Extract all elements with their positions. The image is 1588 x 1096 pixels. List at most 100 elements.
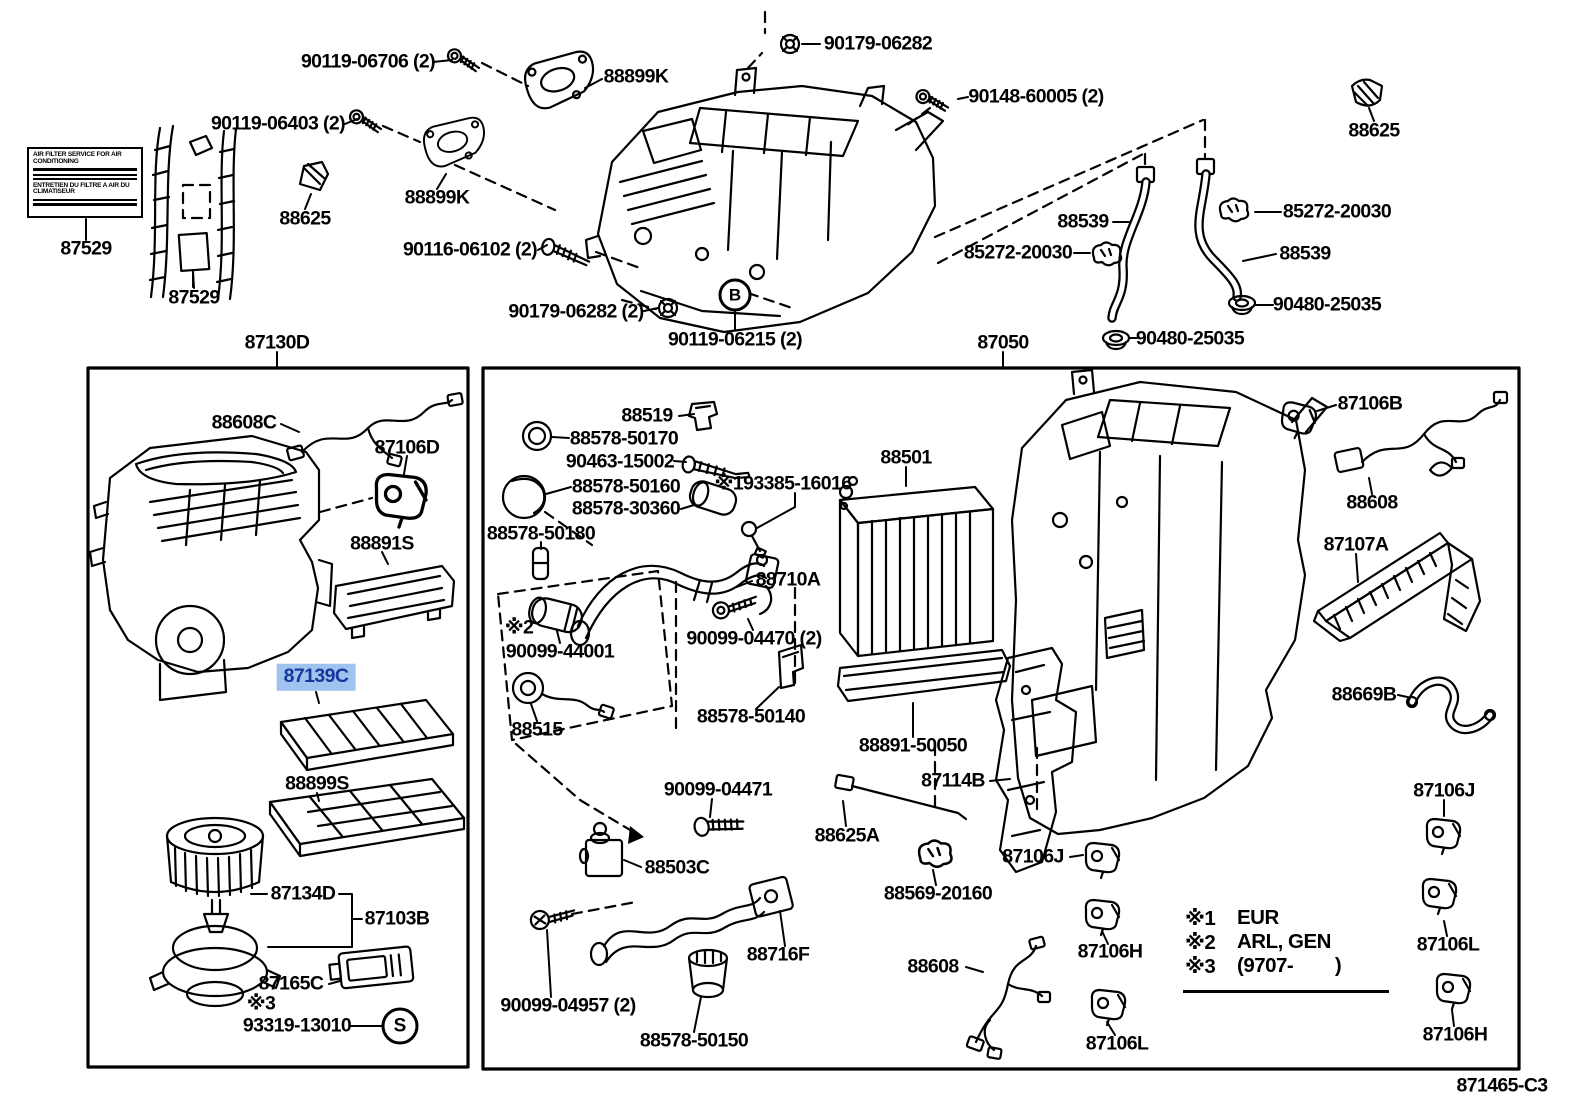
part-label-90099-04957-2: 90099-04957 (2) bbox=[500, 994, 636, 1017]
cooler-unit-case-drawing bbox=[1010, 368, 1329, 836]
legend-mark-1: ※1 bbox=[1185, 906, 1216, 930]
cooler-pipes-88710a-drawing bbox=[569, 553, 780, 647]
harness-88608-middle-drawing bbox=[965, 935, 1052, 1060]
part-label-88608: 88608 bbox=[907, 955, 959, 978]
callout-circle-s: S bbox=[381, 1007, 419, 1045]
legend: ※1 EUR ※2 ARL, GEN ※3 (9707- ) bbox=[1183, 906, 1395, 993]
part-label-88539: 88539 bbox=[1279, 242, 1331, 265]
part-label-87106j: 87106J bbox=[1002, 845, 1064, 868]
part-label-87106d: 87106D bbox=[374, 436, 440, 459]
part-label-85272-20030: 85272-20030 bbox=[963, 241, 1073, 264]
oring-88578-50170-drawing bbox=[521, 420, 553, 452]
part-label-87107a: 87107A bbox=[1323, 533, 1389, 556]
part-label-87106h: 87106H bbox=[1422, 1023, 1488, 1046]
legend-mark-2: ※2 bbox=[1185, 930, 1216, 954]
part-label-88899k: 88899K bbox=[603, 65, 669, 88]
heater-unit-assembled-drawing bbox=[584, 66, 945, 334]
part-label-87106l: 87106L bbox=[1085, 1032, 1149, 1055]
part-label-88608c: 88608C bbox=[211, 411, 277, 434]
sticker-line-2: ENTRETIEN DU FILTRE A AIR DU CLIMATISEUR bbox=[33, 181, 130, 196]
harness-88608-right-drawing bbox=[1333, 390, 1509, 477]
part-label-88891-50050: 88891-50050 bbox=[858, 734, 968, 757]
capacitor-90099-44001-drawing bbox=[528, 596, 583, 634]
heater-core-87107a-drawing bbox=[1312, 531, 1482, 643]
box-label-87130d: 87130D bbox=[244, 331, 310, 354]
legend-underline bbox=[1183, 990, 1389, 993]
box-label-87050: 87050 bbox=[977, 331, 1029, 354]
valve-88503c-drawing bbox=[578, 821, 624, 878]
tube-88578-30360-drawing bbox=[688, 480, 738, 516]
legend-row-2: ※2 ARL, GEN bbox=[1185, 930, 1395, 954]
filter-frame-88899s-drawing bbox=[268, 777, 466, 858]
part-label-87103b: 87103B bbox=[364, 907, 430, 930]
part-label-88625: 88625 bbox=[1348, 119, 1400, 142]
clip-88519-drawing bbox=[687, 400, 719, 432]
part-label-88716f: 88716F bbox=[746, 943, 810, 966]
blower-unit-housing-drawing bbox=[88, 434, 334, 702]
part-label-87106j: 87106J bbox=[1413, 779, 1475, 802]
sticker-line-1: AIR FILTER SERVICE FOR AIR CONDITIONING bbox=[33, 151, 122, 165]
part-label-88569-20160: 88569-20160 bbox=[883, 882, 993, 905]
part-label-88899k: 88899K bbox=[404, 186, 470, 209]
legend-value-2: ARL, GEN bbox=[1237, 930, 1331, 953]
blower-motor-87103b-drawing bbox=[148, 898, 282, 1008]
grommet-88578-50160-drawing bbox=[501, 474, 547, 520]
part-label-90099-04470-2: 90099-04470 (2) bbox=[686, 627, 822, 650]
sticker-text-bar bbox=[33, 168, 137, 172]
part-label-88578-50170: 88578-50170 bbox=[569, 427, 679, 450]
part-label-87134d: 87134D bbox=[270, 882, 336, 905]
part-label-88578-50180: 88578-50180 bbox=[486, 522, 596, 545]
part-label-88669b: 88669B bbox=[1331, 683, 1397, 706]
blower-wheel-87134d-drawing bbox=[165, 816, 265, 898]
part-label-90116-06102-2: 90116-06102 (2) bbox=[402, 238, 538, 261]
bracket-87114b-drawing bbox=[994, 646, 1078, 874]
part-label-88539: 88539 bbox=[1057, 210, 1109, 233]
part-label-88501: 88501 bbox=[880, 446, 932, 469]
part-label-90148-60005-2: 90148-60005 (2) bbox=[968, 85, 1104, 108]
part-label-88578-50160: 88578-50160 bbox=[571, 475, 681, 498]
evaporator-88501-drawing bbox=[838, 475, 995, 658]
duct-88891s-drawing bbox=[332, 564, 456, 640]
legend-value-3: (9707- ) bbox=[1237, 954, 1342, 977]
blower-resistor-87165c-drawing bbox=[328, 945, 415, 990]
part-label-87529: 87529 bbox=[60, 237, 112, 260]
part-label-88625: 88625 bbox=[279, 207, 331, 230]
relay-88625-drawings bbox=[298, 78, 1384, 192]
part-label-88519: 88519 bbox=[621, 404, 673, 427]
dashed-lines bbox=[318, 10, 1207, 916]
part-label-88578-50150: 88578-50150 bbox=[639, 1029, 749, 1052]
water-hoses-88539-drawing bbox=[1091, 157, 1257, 351]
part-label-88503c: 88503C bbox=[644, 856, 710, 879]
legend-row-3: ※3 (9707- ) bbox=[1185, 954, 1395, 978]
damper-88578-50180-drawing bbox=[531, 546, 550, 581]
section-boxes bbox=[86, 366, 1521, 1071]
part-label-93319-13010: 93319-13010 bbox=[242, 1014, 352, 1037]
pillar-trim-strips-drawing bbox=[148, 124, 238, 301]
part-label-87106b: 87106B bbox=[1337, 392, 1403, 415]
part-label-88625a: 88625A bbox=[814, 824, 880, 847]
sticker-text-bar bbox=[33, 173, 137, 176]
sticker-text-bar bbox=[33, 178, 137, 181]
drain-88891-50050-drawing bbox=[836, 648, 1012, 703]
leader-lines bbox=[85, 43, 1455, 1036]
harness-88608c-drawing bbox=[286, 392, 464, 468]
part-label-87114b: 87114B bbox=[921, 769, 985, 792]
part-label-88578-30360: 88578-30360 bbox=[571, 497, 681, 520]
part-label-90119-06215-2: 90119-06215 (2) bbox=[667, 328, 803, 351]
part-label-90480-25035: 90480-25035 bbox=[1272, 293, 1382, 316]
bolt-90099-04957-drawing bbox=[529, 909, 576, 931]
part-label-85272-20030: 85272-20030 bbox=[1282, 200, 1392, 223]
part-label-90119-06706-2: 90119-06706 (2) bbox=[300, 50, 436, 73]
part-label-87165c: 87165C bbox=[258, 972, 324, 995]
part-label-90179-06282-2: 90179-06282 (2) bbox=[508, 300, 644, 323]
part-label-193385-16016: ※193385-16016 bbox=[714, 472, 853, 495]
legend-value-1: EUR bbox=[1237, 906, 1279, 929]
bolt-icons-top bbox=[346, 33, 952, 319]
tube-88578-50150-drawing bbox=[687, 948, 729, 999]
cabin-air-filter-87139c-drawing bbox=[279, 698, 455, 772]
sticker-text-bar bbox=[33, 203, 137, 207]
part-label-90099-44001: 90099-44001 bbox=[505, 640, 615, 663]
caution-sticker-87529: AIR FILTER SERVICE FOR AIR CONDITIONING … bbox=[27, 147, 143, 218]
